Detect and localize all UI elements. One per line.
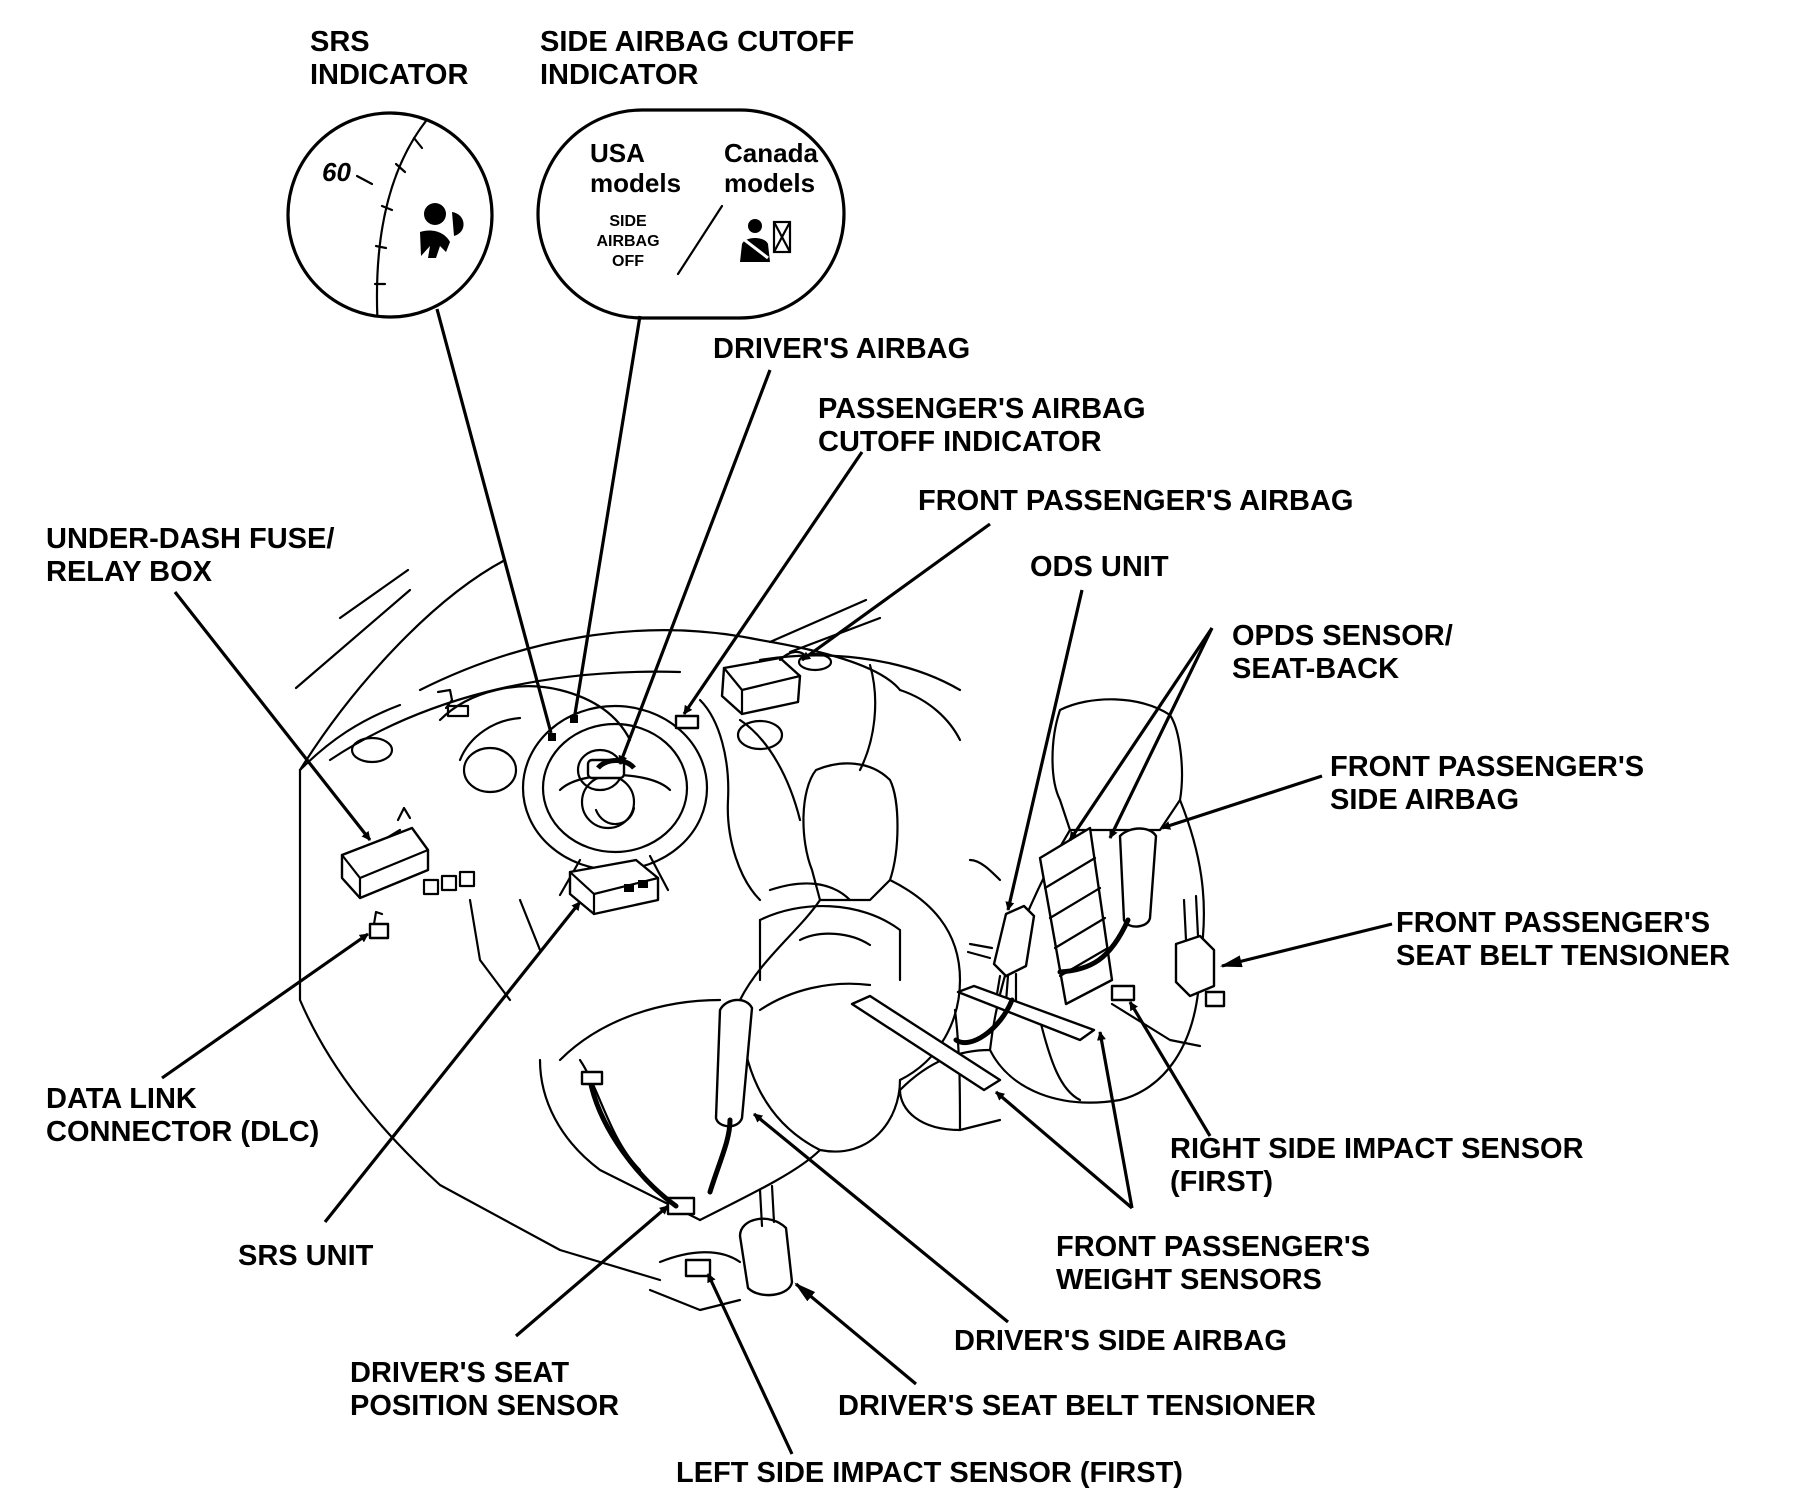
labels: SRS INDICATOR SIDE AIRBAG CUTOFF INDICAT… (46, 26, 1730, 1489)
svg-text:WEIGHT SENSORS: WEIGHT SENSORS (1056, 1264, 1322, 1296)
components (340, 650, 1226, 1312)
svg-text:INDICATOR: INDICATOR (540, 59, 698, 91)
svg-text:OPDS SENSOR/: OPDS SENSOR/ (1232, 620, 1453, 652)
usa-models-label: USA (590, 138, 645, 168)
front-passengers-seat-belt-tensioner-part (1174, 894, 1226, 1008)
side-airbag-off-text-3: OFF (612, 253, 644, 270)
usa-models-label-2: models (590, 168, 681, 198)
svg-text:RELAY BOX: RELAY BOX (46, 556, 213, 588)
svg-text:SRS: SRS (310, 26, 370, 58)
svg-text:SIDE AIRBAG: SIDE AIRBAG (1330, 784, 1519, 816)
label-ods-unit: ODS UNIT (1030, 551, 1169, 583)
under-dash-fuse-relay-box-part (340, 806, 430, 900)
label-opds-sensor-seat-back: OPDS SENSOR/ SEAT-BACK (1232, 620, 1453, 685)
label-right-side-impact-sensor: RIGHT SIDE IMPACT SENSOR (FIRST) (1170, 1133, 1584, 1198)
label-data-link-connector: DATA LINK CONNECTOR (DLC) (46, 1083, 319, 1148)
front-passengers-weight-sensors-part (850, 984, 1096, 1092)
srs-indicator-inset: 60 (286, 111, 494, 319)
front-passengers-airbag-part (720, 650, 808, 716)
svg-text:(FIRST): (FIRST) (1170, 1166, 1273, 1198)
label-front-passengers-seat-belt-tensioner: FRONT PASSENGER'S SEAT BELT TENSIONER (1396, 907, 1730, 972)
label-drivers-seat-position-sensor: DRIVER'S SEAT POSITION SENSOR (350, 1357, 619, 1422)
svg-text:CUTOFF INDICATOR: CUTOFF INDICATOR (818, 426, 1102, 458)
drivers-seat-belt-tensioner-part (738, 1184, 794, 1297)
right-side-impact-sensor-part (1110, 984, 1136, 1002)
svg-text:DATA LINK: DATA LINK (46, 1083, 197, 1115)
svg-text:FRONT PASSENGER'S: FRONT PASSENGER'S (1396, 907, 1710, 939)
svg-text:RIGHT SIDE IMPACT SENSOR: RIGHT SIDE IMPACT SENSOR (1170, 1133, 1584, 1165)
seatbelt-person-crossed-icon (740, 219, 792, 262)
svg-text:SEAT-BACK: SEAT-BACK (1232, 653, 1399, 685)
label-under-dash-fuse-relay-box: UNDER-DASH FUSE/ RELAY BOX (46, 523, 334, 588)
data-link-connector-part (368, 910, 390, 940)
canada-models-label: Canada (724, 138, 818, 168)
airbag-person-icon (420, 203, 464, 258)
srs-unit-part (568, 858, 660, 916)
side-airbag-cutoff-indicator-inset: USA models Canada models SIDE AIRBAG OFF (536, 108, 846, 320)
label-passengers-airbag-cutoff-indicator: PASSENGER'S AIRBAG CUTOFF INDICATOR (818, 393, 1146, 458)
svg-text:INDICATOR: INDICATOR (310, 59, 468, 91)
canada-models-label-2: models (724, 168, 815, 198)
svg-text:UNDER-DASH FUSE/: UNDER-DASH FUSE/ (46, 523, 334, 555)
leader-lines (161, 308, 1393, 1455)
left-side-impact-sensor-part (684, 1258, 712, 1278)
side-airbag-off-text: SIDE (609, 213, 647, 230)
front-passengers-side-airbag-part (1118, 827, 1158, 928)
drivers-side-airbag-part (714, 998, 754, 1128)
label-srs-indicator: SRS INDICATOR (310, 26, 468, 91)
label-drivers-airbag: DRIVER'S AIRBAG (713, 333, 970, 365)
label-side-airbag-cutoff-indicator: SIDE AIRBAG CUTOFF INDICATOR (540, 26, 854, 91)
svg-text:DRIVER'S SEAT: DRIVER'S SEAT (350, 1357, 569, 1389)
svg-text:POSITION SENSOR: POSITION SENSOR (350, 1390, 619, 1422)
opds-sensor-seat-back-part (1038, 826, 1114, 1006)
side-airbag-off-text-2: AIRBAG (596, 233, 659, 250)
label-drivers-seat-belt-tensioner: DRIVER'S SEAT BELT TENSIONER (838, 1390, 1316, 1422)
label-front-passengers-side-airbag: FRONT PASSENGER'S SIDE AIRBAG (1330, 751, 1644, 816)
svg-text:SEAT BELT TENSIONER: SEAT BELT TENSIONER (1396, 940, 1730, 972)
label-srs-unit: SRS UNIT (238, 1240, 374, 1272)
label-left-side-impact-sensor: LEFT SIDE IMPACT SENSOR (FIRST) (676, 1457, 1183, 1489)
svg-text:PASSENGER'S AIRBAG: PASSENGER'S AIRBAG (818, 393, 1146, 425)
svg-text:SIDE AIRBAG CUTOFF: SIDE AIRBAG CUTOFF (540, 26, 854, 58)
passengers-airbag-cutoff-indicator-part (674, 714, 700, 730)
svg-text:FRONT PASSENGER'S: FRONT PASSENGER'S (1056, 1231, 1370, 1263)
label-drivers-side-airbag: DRIVER'S SIDE AIRBAG (954, 1325, 1287, 1357)
svg-text:CONNECTOR (DLC): CONNECTOR (DLC) (46, 1116, 319, 1148)
label-front-passengers-weight-sensors: FRONT PASSENGER'S WEIGHT SENSORS (1056, 1231, 1370, 1296)
speedometer-tick-label: 60 (322, 157, 351, 187)
label-front-passengers-airbag: FRONT PASSENGER'S AIRBAG (918, 485, 1353, 517)
svg-text:FRONT PASSENGER'S: FRONT PASSENGER'S (1330, 751, 1644, 783)
